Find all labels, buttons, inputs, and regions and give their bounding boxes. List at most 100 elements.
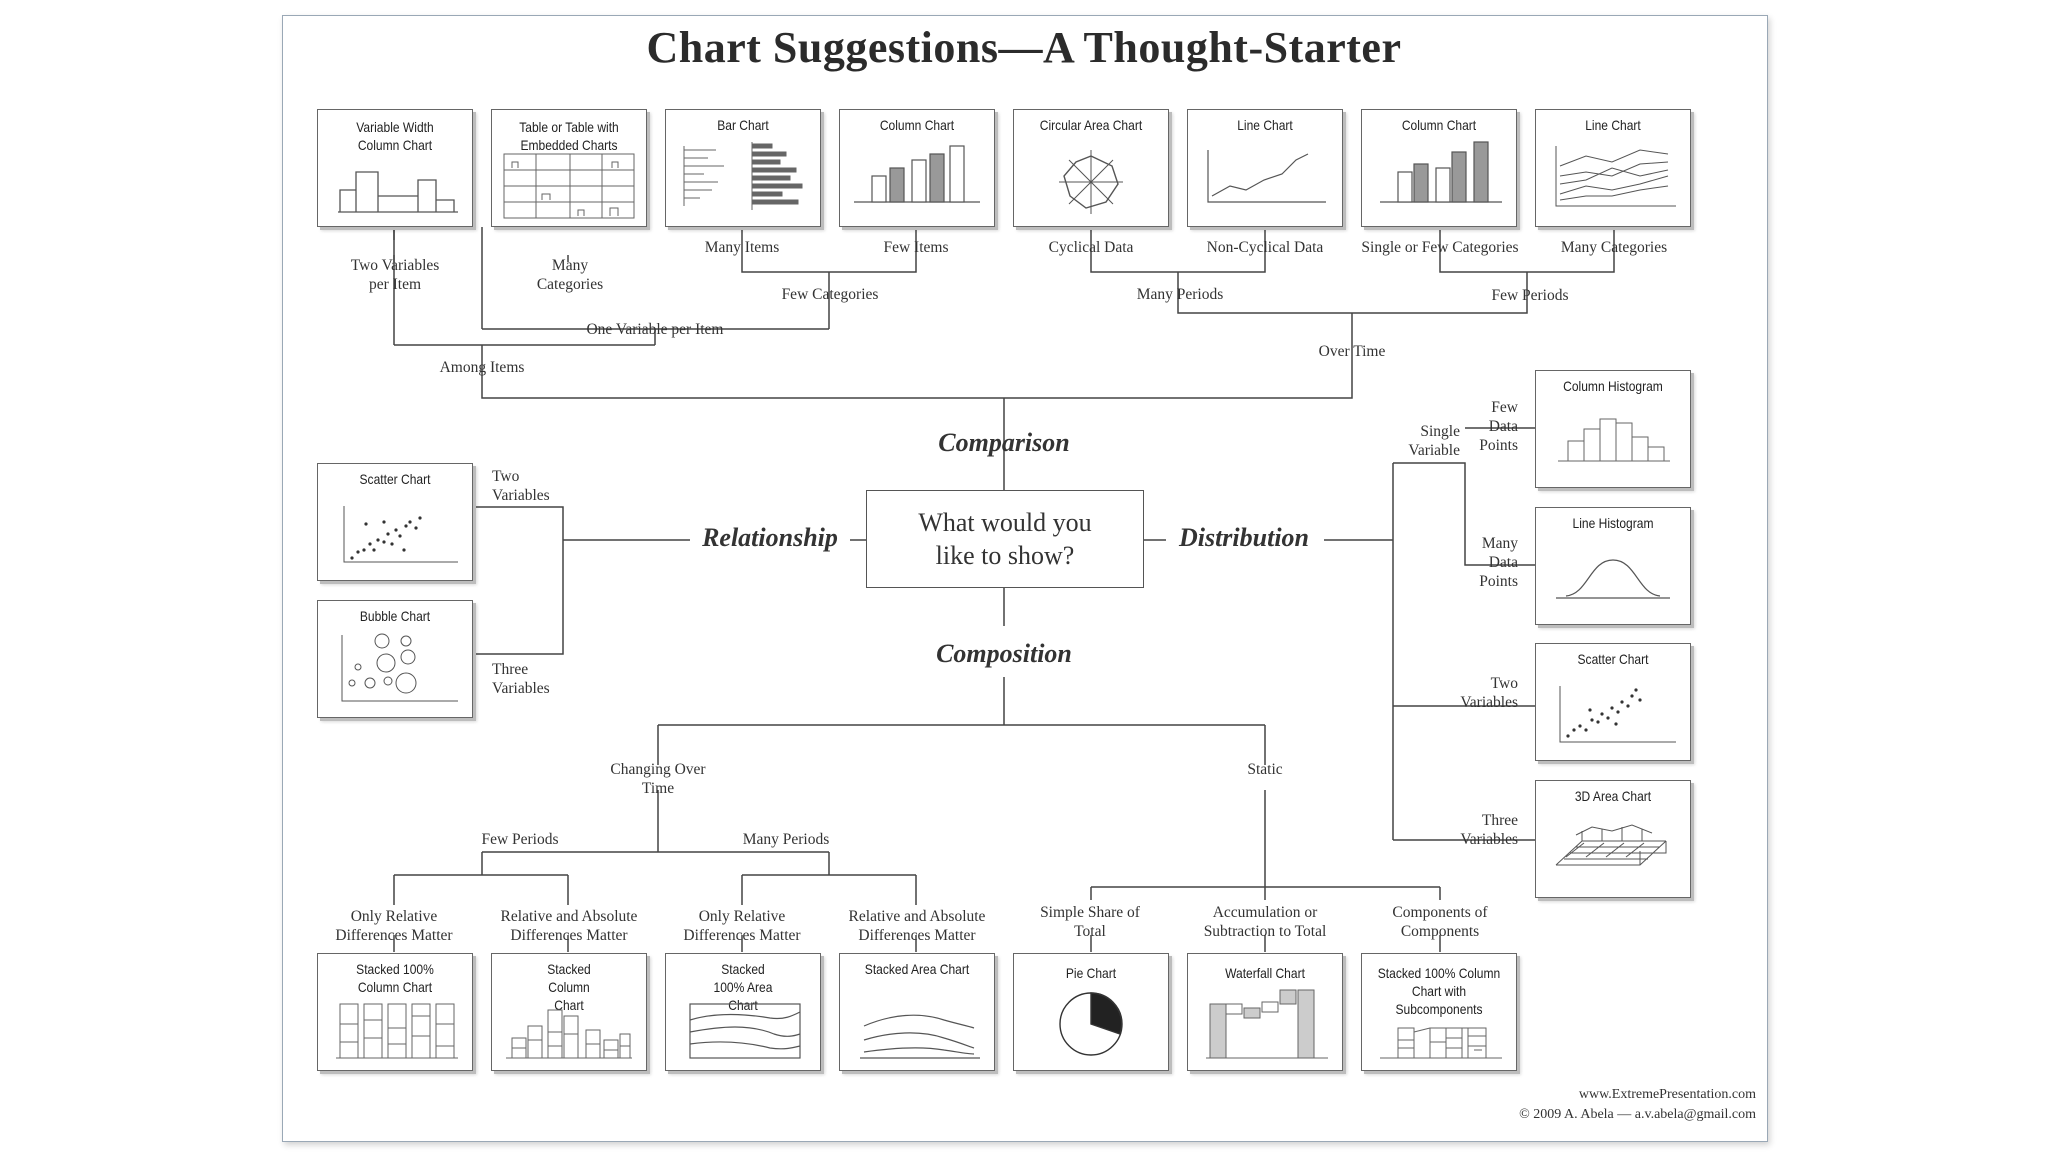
bar-chart-icon [683,142,803,210]
box-label: Pie Chart [1065,965,1117,981]
changing-over-time-label: Changing Over Time [610,761,706,797]
variable-width-column-chart-box: Variable Width Column Chart [317,109,473,227]
multi-line-chart-icon [1555,146,1676,207]
variable-width-icon [338,171,458,213]
non-cyclical-data-label: Non-Cyclical Data [1206,239,1324,256]
footer-website: www.ExtremePresentation.com [1578,1087,1756,1102]
line-chart-many-categories-box: Line Chart [1535,109,1691,227]
column-chart-few-items-box: Column Chart [839,109,995,227]
circular-area-chart-box: Circular Area Chart [1013,109,1169,227]
stacked-area-icon [860,1014,980,1059]
box-label: Column Chart [1401,117,1477,133]
box-label: Stacked Area Chart [864,961,970,977]
cyclical-data-label: Cyclical Data [1048,239,1134,256]
few-categories-label: Few Categories [781,286,879,303]
scatter-chart-relationship-box: Scatter Chart [317,463,473,581]
center-question-box: What would you like to show? [866,490,1144,588]
box-label: Stacked 100% Column Chart [356,961,434,995]
stacked-100-column-subcomponents-icon [1380,1027,1502,1059]
box-label: Bubble Chart [359,608,431,624]
few-periods-top-label: Few Periods [1491,287,1569,304]
box-label: Variable Width Column Chart [356,119,434,153]
scatter-chart-icon [1559,686,1676,743]
pie-chart-icon [1059,992,1123,1056]
two-variables-distribution-label: Two Variables [1460,675,1518,711]
stacked-100-column-icon [336,1003,458,1059]
stacked-column-icon [506,1009,632,1059]
many-periods-bottom-label: Many Periods [742,831,830,848]
line-chart-non-cyclical-box: Line Chart [1187,109,1343,227]
relative-and-absolute-differences-1-label: Relative and Absolute Differences Matter [500,908,638,944]
components-of-components-label: Components of Components [1392,904,1488,940]
box-label: Table or Table with Embedded Charts [519,119,619,153]
stacked-100-column-subcomponents-box: Stacked 100% Column Chart with Subcompon… [1361,953,1517,1071]
single-or-few-categories-label: Single or Few Categories [1361,239,1519,256]
box-label: Bar Chart [717,117,769,133]
line-histogram-icon [1556,559,1670,599]
column-chart-few-periods-box: Column Chart [1361,109,1517,227]
box-label: Column Histogram [1563,378,1663,394]
bubble-chart-icon [341,633,458,702]
one-variable-per-item-label: One Variable per Item [586,321,724,338]
box-label: Stacked 100% Column Chart with Subcompon… [1377,965,1501,1017]
only-relative-differences-1-label: Only Relative Differences Matter [335,908,453,944]
scatter-chart-icon [343,506,458,563]
two-variables-per-item-label: Two Variables per Item [350,257,440,293]
many-data-points-label: Many Data Points [1479,535,1518,590]
table-embedded-charts-box: Table or Table with Embedded Charts [491,109,647,227]
box-label: Scatter Chart [1577,651,1649,667]
stacked-area-chart-box: Stacked Area Chart [839,953,995,1071]
simple-share-of-total-label: Simple Share of Total [1040,904,1140,940]
single-variable-label: Single Variable [1408,423,1460,459]
column-chart-icon [1380,141,1502,203]
box-label: Waterfall Chart [1225,965,1305,981]
column-chart-icon [854,145,980,203]
static-label: Static [1247,761,1283,778]
two-variables-relationship-label: Two Variables [492,468,550,504]
3d-area-chart-box: 3D Area Chart [1535,780,1691,898]
waterfall-chart-box: Waterfall Chart [1187,953,1343,1071]
box-label: Stacked 100% Area Chart [713,961,773,1013]
stacked-100-column-chart-box: Stacked 100% Column Chart [317,953,473,1071]
only-relative-differences-2-label: Only Relative Differences Matter [683,908,801,944]
stacked-100-area-icon [689,1003,801,1059]
box-label: Scatter Chart [359,471,431,487]
table-icon [503,153,635,219]
column-histogram-box: Column Histogram [1535,370,1691,488]
three-variables-distribution-label: Three Variables [1460,812,1518,848]
over-time-label: Over Time [1318,343,1386,360]
relative-and-absolute-differences-2-label: Relative and Absolute Differences Matter [848,908,986,944]
radar-chart-icon [1059,150,1123,214]
box-label: Column Chart [879,117,955,133]
line-chart-icon [1207,150,1326,203]
box-label: Line Chart [1585,117,1641,133]
3d-area-chart-icon [1555,824,1667,866]
stacked-100-area-chart-box: Stacked 100% Area Chart [665,953,821,1071]
accumulation-or-subtraction-label: Accumulation or Subtraction to Total [1203,904,1327,940]
stacked-column-chart-box: Stacked Column Chart [491,953,647,1071]
many-items-label: Many Items [704,239,780,256]
composition-heading: Composition [936,639,1072,668]
three-variables-relationship-label: Three Variables [492,661,550,697]
column-histogram-icon [1558,418,1670,462]
scatter-chart-distribution-box: Scatter Chart [1535,643,1691,761]
center-question: What would you like to show? [918,508,1092,570]
box-label: Line Histogram [1572,515,1654,531]
box-label: 3D Area Chart [1574,788,1652,804]
comparison-heading: Comparison [938,428,1070,457]
distribution-heading: Distribution [1178,523,1310,552]
box-label: Circular Area Chart [1039,117,1143,133]
many-categories-line-label: Many Categories [1560,239,1668,256]
many-categories-table-label: Many Categories [536,257,604,293]
diagram-title: Chart Suggestions—A Thought-Starter [646,23,1402,72]
box-label: Stacked Column Chart [547,961,591,1013]
waterfall-chart-icon [1206,989,1328,1059]
line-histogram-box: Line Histogram [1535,507,1691,625]
few-data-points-label: Few Data Points [1479,399,1518,454]
few-periods-bottom-label: Few Periods [481,831,559,848]
bar-chart-box: Bar Chart [665,109,821,227]
box-label: Line Chart [1237,117,1293,133]
relationship-heading: Relationship [702,523,838,552]
